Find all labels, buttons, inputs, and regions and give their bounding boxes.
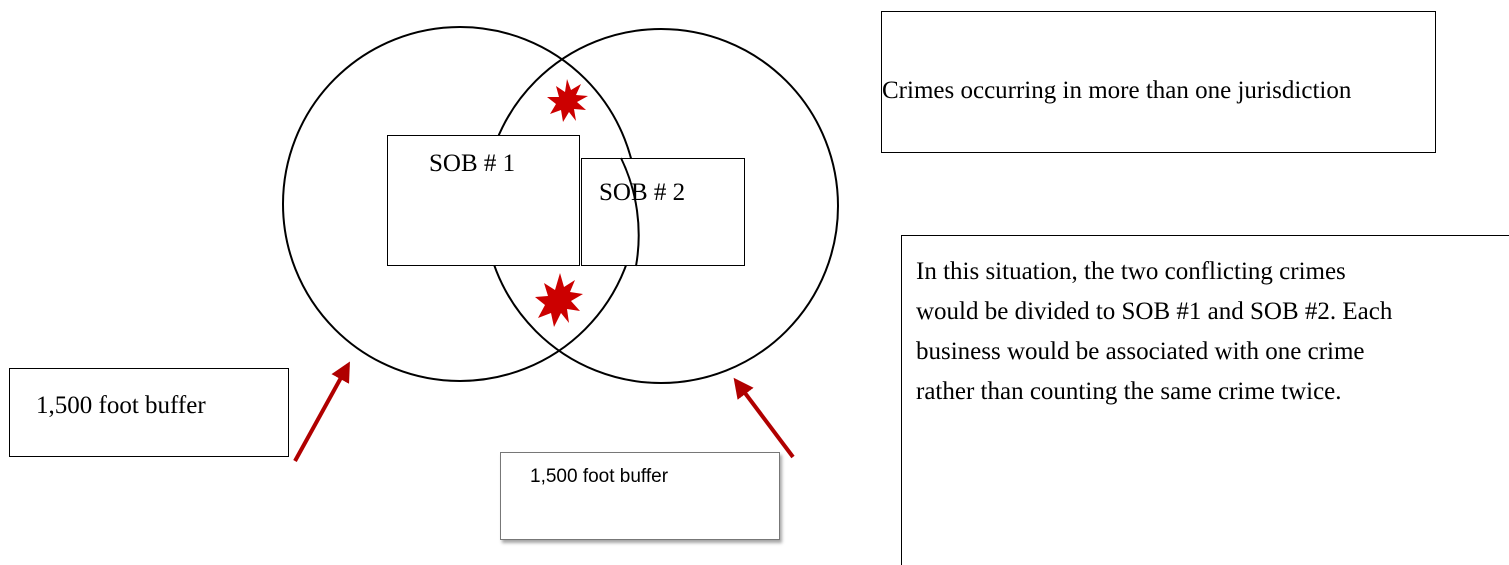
arrow-icon-left (293, 361, 350, 462)
sob2-label: SOB # 2 (599, 179, 686, 206)
legend-box: Crimes occurring in more than one jurisd… (881, 11, 1436, 153)
crime-star-icon-upper (547, 79, 588, 122)
sob1-label: SOB # 1 (429, 150, 516, 177)
buffer-label-box-left: 1,500 foot buffer (9, 368, 289, 457)
sob2-box: SOB # 2 (581, 158, 745, 266)
buffer-label-left: 1,500 foot buffer (36, 392, 206, 419)
sob1-box: SOB # 1 (387, 135, 580, 266)
crime-star-icon-lower (535, 273, 583, 327)
legend-text: Crimes occurring in more than one jurisd… (882, 77, 1352, 104)
buffer-label-box-bottom: 1,500 foot buffer (500, 452, 780, 540)
explanation-box: In this situation, the two conflicting c… (901, 235, 1509, 565)
explanation-text: In this situation, the two conflicting c… (916, 258, 1393, 405)
buffer-label-bottom: 1,500 foot buffer (530, 466, 669, 487)
arrow-icon-right (733, 377, 795, 459)
